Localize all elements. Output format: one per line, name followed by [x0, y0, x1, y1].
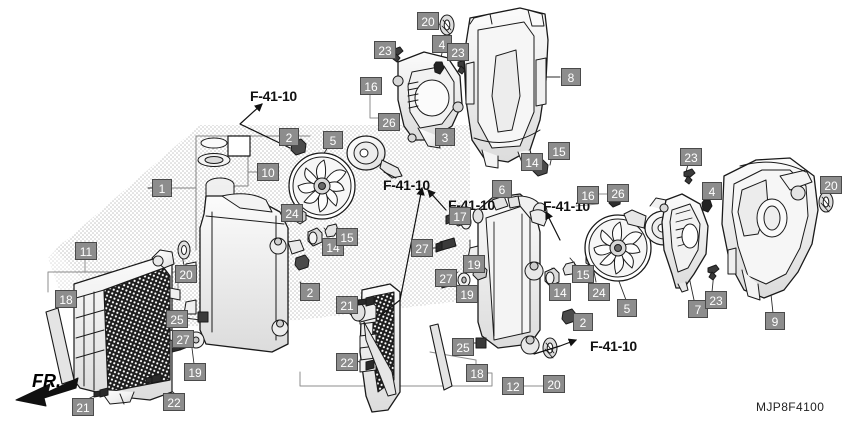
callout-19[interactable]: 19	[456, 285, 478, 303]
radiator-left	[45, 249, 181, 405]
callout-11[interactable]: 11	[75, 242, 97, 260]
callout-27[interactable]: 27	[172, 330, 194, 348]
callout-17[interactable]: 17	[449, 207, 471, 225]
horn-left	[346, 114, 403, 179]
callout-5[interactable]: 5	[617, 299, 637, 317]
callout-23[interactable]: 23	[374, 41, 396, 59]
callout-21[interactable]: 21	[336, 296, 358, 314]
callout-22[interactable]: 22	[163, 393, 185, 411]
callout-2[interactable]: 2	[573, 313, 593, 331]
reference-label[interactable]: F-41-10	[590, 338, 637, 354]
reservoir-assembly	[171, 135, 305, 353]
callout-16[interactable]: 16	[577, 186, 599, 204]
diagram-part-code: MJP8F4100	[756, 400, 825, 414]
callout-26[interactable]: 26	[607, 184, 629, 202]
callout-26[interactable]: 26	[378, 113, 400, 131]
front-direction-label: FR.	[32, 371, 61, 391]
cooling-fan-left	[288, 138, 356, 271]
cooling-fan-right	[584, 214, 652, 282]
callout-20[interactable]: 20	[417, 12, 439, 30]
callout-25[interactable]: 25	[452, 338, 474, 356]
callout-5[interactable]: 5	[323, 131, 343, 149]
callout-24[interactable]: 24	[281, 204, 303, 222]
callout-20[interactable]: 20	[175, 265, 197, 283]
callout-20[interactable]: 20	[543, 375, 565, 393]
callout-15[interactable]: 15	[572, 265, 594, 283]
callout-1[interactable]: 1	[152, 179, 172, 197]
cowl-8	[463, 7, 549, 169]
callout-18[interactable]: 18	[466, 364, 488, 382]
fan-shroud-right	[659, 168, 720, 293]
callout-12[interactable]: 12	[502, 377, 524, 395]
callout-4[interactable]: 4	[702, 182, 722, 200]
callout-14[interactable]: 14	[521, 153, 543, 171]
callout-7[interactable]: 7	[688, 300, 708, 318]
callout-23[interactable]: 23	[705, 291, 727, 309]
callout-3[interactable]: 3	[435, 128, 455, 146]
callout-19[interactable]: 19	[184, 363, 206, 381]
radiator-lower-center	[349, 283, 453, 413]
callout-27[interactable]: 27	[411, 239, 433, 257]
callout-27[interactable]: 27	[435, 269, 457, 287]
callout-2[interactable]: 2	[279, 128, 299, 146]
callout-23[interactable]: 23	[447, 43, 469, 61]
callout-14[interactable]: 14	[549, 283, 571, 301]
callout-6[interactable]: 6	[492, 180, 512, 198]
callout-25[interactable]: 25	[166, 310, 188, 328]
loose-hardware	[93, 373, 162, 398]
callout-10[interactable]: 10	[257, 163, 279, 181]
callout-16[interactable]: 16	[360, 77, 382, 95]
fr-direction-arrow	[15, 377, 79, 407]
reference-label[interactable]: F-41-10	[250, 88, 297, 104]
callout-24[interactable]: 24	[588, 283, 610, 301]
callout-22[interactable]: 22	[336, 353, 358, 371]
callout-19[interactable]: 19	[463, 255, 485, 273]
reference-label[interactable]: F-41-10	[383, 177, 430, 193]
callout-15[interactable]: 15	[336, 228, 358, 246]
callout-23[interactable]: 23	[680, 148, 702, 166]
callout-21[interactable]: 21	[72, 398, 94, 416]
callout-15[interactable]: 15	[548, 142, 570, 160]
callout-2[interactable]: 2	[300, 283, 320, 301]
callout-18[interactable]: 18	[55, 290, 77, 308]
callout-8[interactable]: 8	[561, 68, 581, 86]
callout-9[interactable]: 9	[765, 312, 785, 330]
cowl-9	[721, 157, 834, 301]
callout-20[interactable]: 20	[820, 176, 842, 194]
